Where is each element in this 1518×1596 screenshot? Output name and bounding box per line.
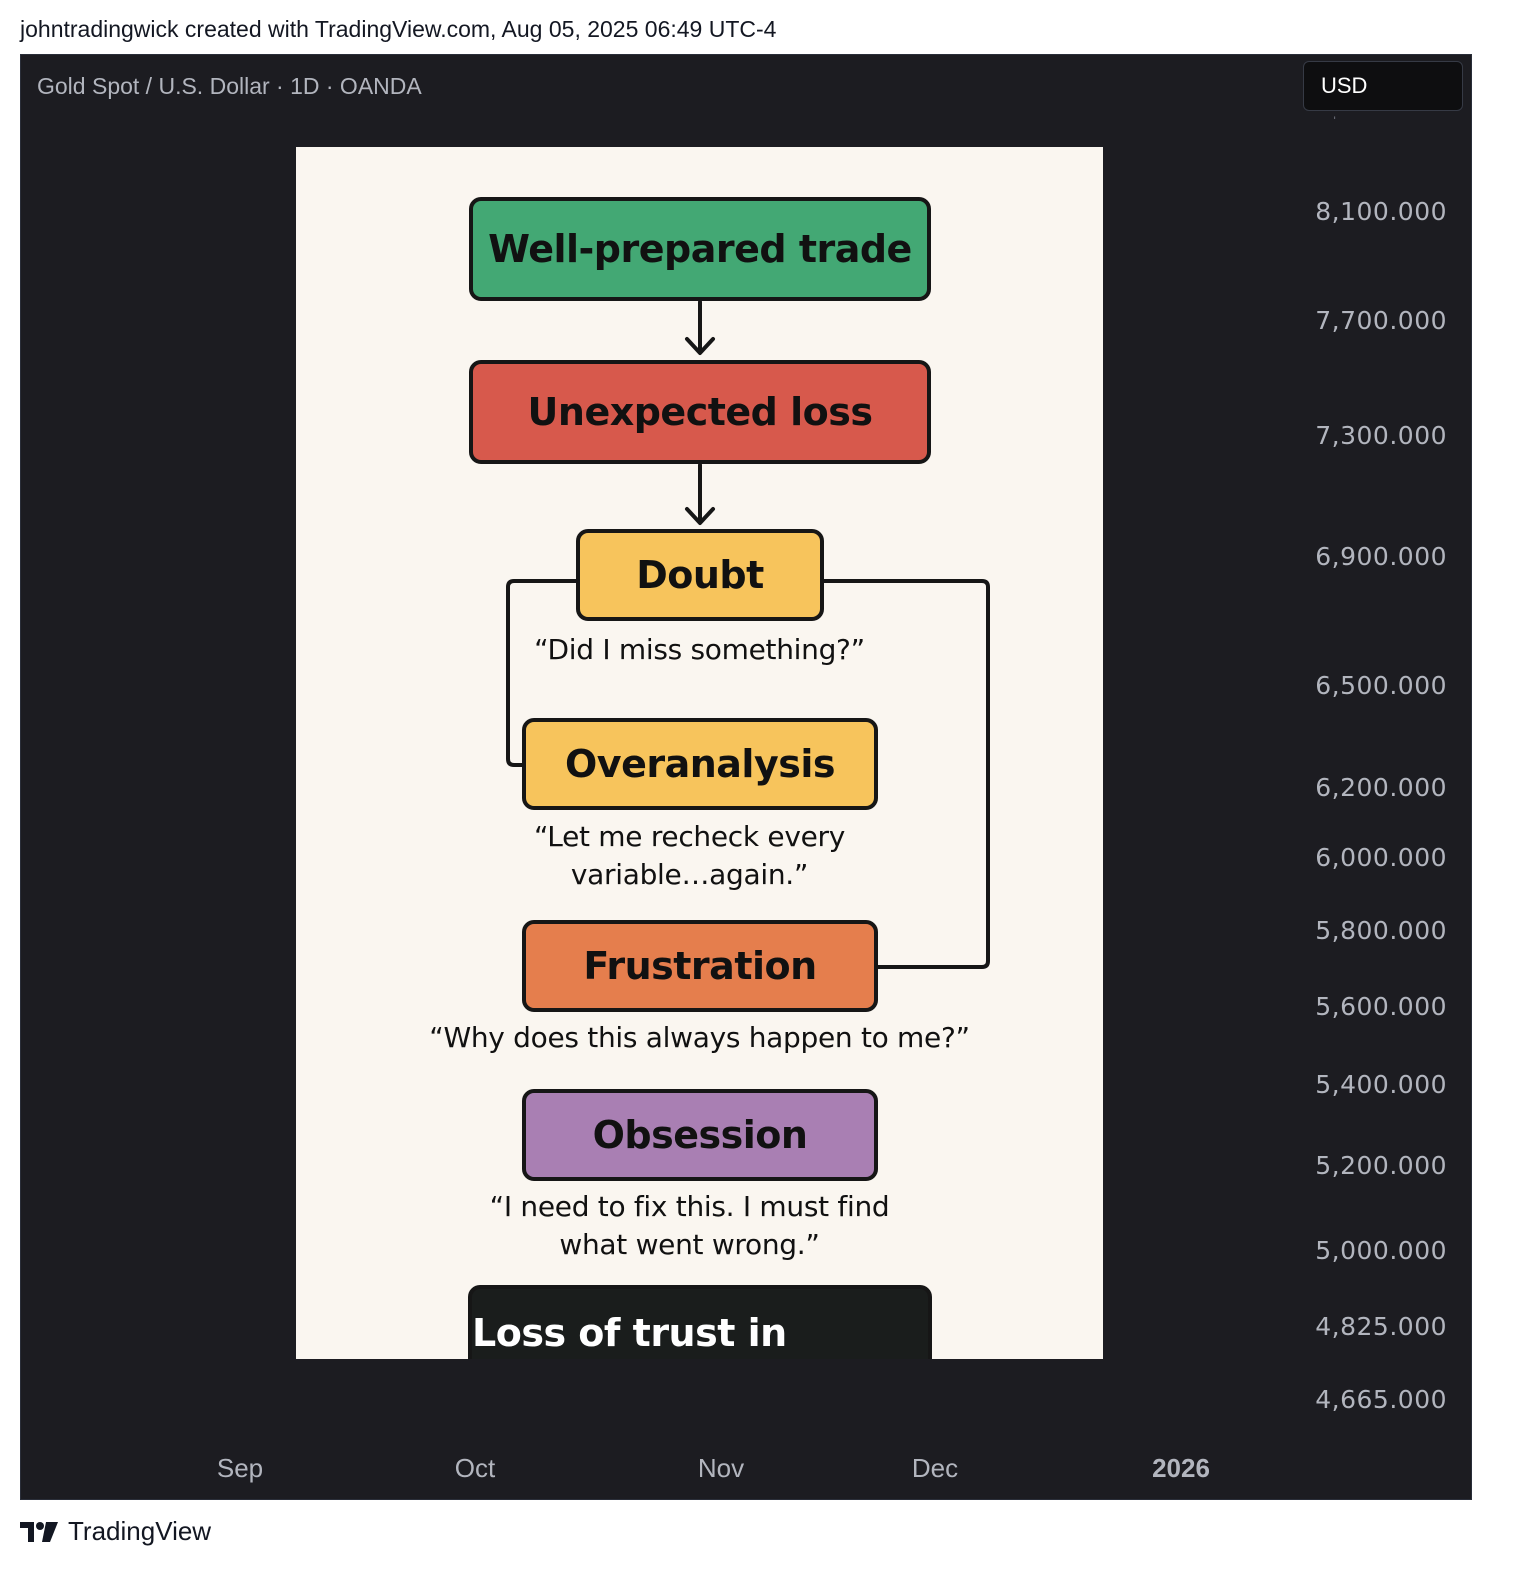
brand-name: TradingView [68,1516,212,1546]
footer-brand[interactable]: TradingView [20,1516,211,1547]
price-tick: 5,200.000 [1315,1151,1447,1180]
price-tick: 8,100.000 [1315,197,1447,226]
symbol-title[interactable]: Gold Spot / U.S. Dollar · 1D · OANDA [37,73,422,99]
arrow-head [685,507,715,525]
node-obsession: Obsession [522,1089,878,1181]
loop-connector-right [821,579,990,969]
price-tick: 6,900.000 [1315,542,1447,571]
quote-doubt: “Did I miss something?” [534,633,865,666]
price-tick: 6,200.000 [1315,773,1447,802]
quote-overanalysis-line1: “Let me recheck every [533,820,846,853]
quote-overanalysis-line2: variable…again.” [570,858,809,891]
attribution-header: johntradingwick created with TradingView… [20,16,777,42]
loop-connector-left [506,579,580,767]
price-tick: 5,400.000 [1315,1070,1447,1099]
node-unexpected-loss: Unexpected loss [469,360,931,464]
time-tick: 2026 [1152,1453,1210,1483]
price-tick: 5,600.000 [1315,992,1447,1021]
flowchart-connectors [506,300,990,969]
price-tick: 6,500.000 [1315,671,1447,700]
tradingview-logo-icon [20,1521,58,1542]
time-tick: Nov [697,1453,745,1483]
flowchart-image: Well-prepared trade Unexpected loss Doub… [296,147,1103,1359]
time-tick: Dec [911,1453,959,1483]
node-loss-of-trust: Loss of trust in system [468,1285,932,1359]
scale-marker-icon: ˈ [1332,115,1338,132]
node-well-prepared-trade: Well-prepared trade [469,197,931,301]
time-tick: Sep [216,1453,264,1483]
node-overanalysis: Overanalysis [522,718,878,810]
price-tick: 4,665.000 [1315,1385,1447,1414]
price-tick: 5,800.000 [1315,916,1447,945]
quote-obsession-line1: “I need to fix this. I must find [489,1190,890,1223]
quote-frustration: “Why does this always happen to me?” [429,1021,970,1054]
node-frustration: Frustration [522,920,878,1012]
price-tick: 6,000.000 [1315,843,1447,872]
price-tick: 4,825.000 [1315,1312,1447,1341]
chart-pane[interactable]: Gold Spot / U.S. Dollar · 1D · OANDA USD… [20,54,1472,1500]
currency-button[interactable]: USD [1303,61,1463,111]
price-tick: 7,700.000 [1315,306,1447,335]
price-tick: 7,300.000 [1315,421,1447,450]
node-doubt: Doubt [576,529,824,621]
time-tick: Oct [454,1453,496,1483]
arrow-head [685,337,715,355]
price-tick: 5,000.000 [1315,1236,1447,1265]
quote-obsession-line2: what went wrong.” [559,1228,820,1261]
